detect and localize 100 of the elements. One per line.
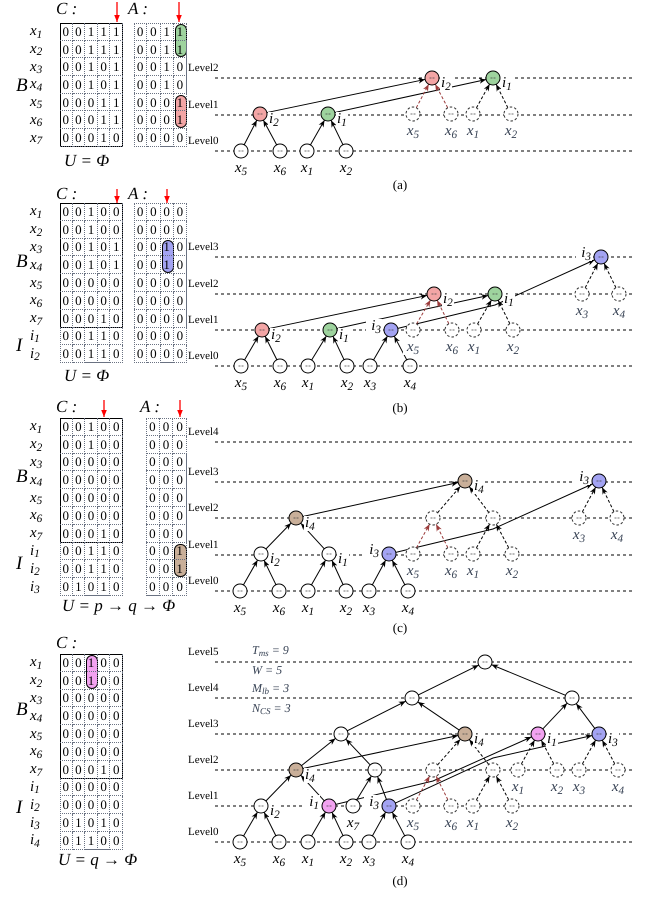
level-label: Level1	[188, 791, 219, 802]
arrow	[330, 120, 344, 146]
tree-node-circle	[271, 834, 287, 850]
arrow	[542, 702, 568, 730]
matrix-cell: 0	[160, 129, 174, 147]
matrix-cell: 0	[85, 274, 98, 292]
matrix-cell: 1	[85, 328, 98, 346]
matrix-cell: 0	[147, 76, 160, 94]
matrix-cell: 1	[85, 238, 98, 256]
matrix-cell: 0	[98, 418, 110, 436]
matrix-cell: 0	[72, 328, 86, 346]
matrix-cell: 0	[110, 778, 123, 796]
parameter-label: T$_{ms}$ = 9	[252, 644, 289, 656]
matrix-cell: 0	[60, 743, 73, 761]
arrow	[346, 700, 406, 732]
arrow	[520, 740, 536, 764]
matrix-cell: 0	[160, 454, 174, 472]
tree-node-circle	[425, 762, 441, 778]
row-label: i$_{1}$	[30, 328, 40, 346]
matrix-cell: 0	[160, 524, 174, 543]
arrow	[372, 560, 386, 586]
arrow	[394, 734, 593, 804]
arrow	[476, 84, 490, 108]
matrix-cell: 1	[98, 23, 110, 41]
matrix-cell: 0	[174, 274, 187, 292]
tree-node-circle	[503, 106, 519, 122]
arrow	[394, 336, 408, 360]
tree-node-circle	[361, 834, 377, 850]
row-label: x$_{7}$	[30, 760, 42, 779]
matrix-cell: 0	[60, 760, 73, 779]
matrix-cell: 0	[60, 725, 73, 743]
arrow	[468, 486, 490, 513]
matrix-cell: 0	[173, 471, 187, 490]
matrix-cell: 0	[174, 345, 187, 364]
matrix-cell: 0	[60, 578, 73, 596]
tree-node-circle	[485, 762, 501, 778]
arrow	[392, 812, 406, 836]
node-label: i$_{2}$	[440, 76, 452, 91]
parameter-label: N$_{CS}$ = 3	[252, 702, 291, 714]
matrix-cell: 0	[60, 454, 73, 472]
matrix-cell: 0	[147, 292, 160, 310]
matrix-cell: 0	[134, 310, 148, 328]
matrix-cell: 1	[110, 76, 123, 94]
tree-node-circle	[300, 583, 316, 599]
matrix-cell: 0	[85, 94, 98, 112]
arrow	[311, 335, 327, 361]
matrix-cell: 0	[98, 76, 110, 94]
tree-node-circle	[465, 798, 481, 814]
row-label: i$_{3}$	[30, 578, 40, 596]
node-label: i$_{3}$	[364, 795, 380, 810]
arrow	[300, 738, 336, 766]
node-label: i$_{1}$	[336, 112, 348, 127]
matrix-cell: 1	[160, 76, 174, 94]
matrix-cell: 0	[85, 796, 98, 814]
matrix-cell: 0	[98, 507, 110, 525]
node-label: i$_{2}$	[268, 112, 280, 127]
arrow	[395, 483, 594, 553]
tree-node-circle	[443, 798, 459, 814]
matrix-cell: 1	[110, 238, 123, 256]
tree-node-circle	[320, 106, 336, 122]
matrix-cell: 0	[160, 292, 174, 310]
tree-node-circle	[593, 249, 609, 265]
matrix-cell: 0	[60, 560, 73, 578]
matrix-cell: 1	[160, 256, 174, 274]
level-label: Level0	[188, 827, 219, 838]
matrix-cell: 0	[174, 256, 187, 274]
node-label: i$_{1}$	[503, 292, 515, 307]
tree-node-circle	[405, 106, 421, 122]
arrow	[331, 560, 344, 586]
tree-node-circle	[232, 834, 248, 850]
row-label: i$_{1}$	[30, 542, 40, 560]
matrix-cell: 1	[85, 560, 98, 578]
tree-node-circle	[400, 834, 416, 850]
tree-node-circle	[574, 286, 590, 302]
matrix-cell: 0	[72, 471, 86, 490]
tree-node-circle	[272, 143, 288, 159]
matrix-cell: 1	[85, 23, 98, 41]
matrix-cell: 0	[72, 489, 86, 507]
matrix-cell: 0	[85, 524, 98, 543]
matrix-cell: 0	[98, 672, 110, 690]
arrow	[436, 300, 450, 324]
row-label: x$_{2}$	[30, 220, 42, 239]
matrix-cell: 0	[147, 328, 160, 346]
matrix-cell: 1	[173, 560, 187, 578]
row-label: x$_{5}$	[30, 94, 42, 112]
math-label: C :	[56, 634, 78, 651]
matrix-cell: 0	[110, 743, 123, 761]
tree-node-circle	[591, 726, 607, 742]
tree-node-circle	[571, 762, 587, 778]
matrix-cell: 0	[72, 436, 86, 454]
matrix-cell: 0	[174, 292, 187, 310]
matrix-cell: 0	[98, 58, 110, 76]
row-label: x$_{3}$	[30, 690, 42, 708]
math-label: A :	[128, 185, 148, 202]
matrix-cell: 0	[72, 129, 86, 147]
tree-node-circle	[381, 798, 397, 814]
arrow	[576, 703, 596, 729]
row-label: x$_{5}$	[30, 489, 42, 507]
matrix-cell: 0	[98, 832, 110, 850]
matrix-cell: 0	[160, 578, 174, 596]
